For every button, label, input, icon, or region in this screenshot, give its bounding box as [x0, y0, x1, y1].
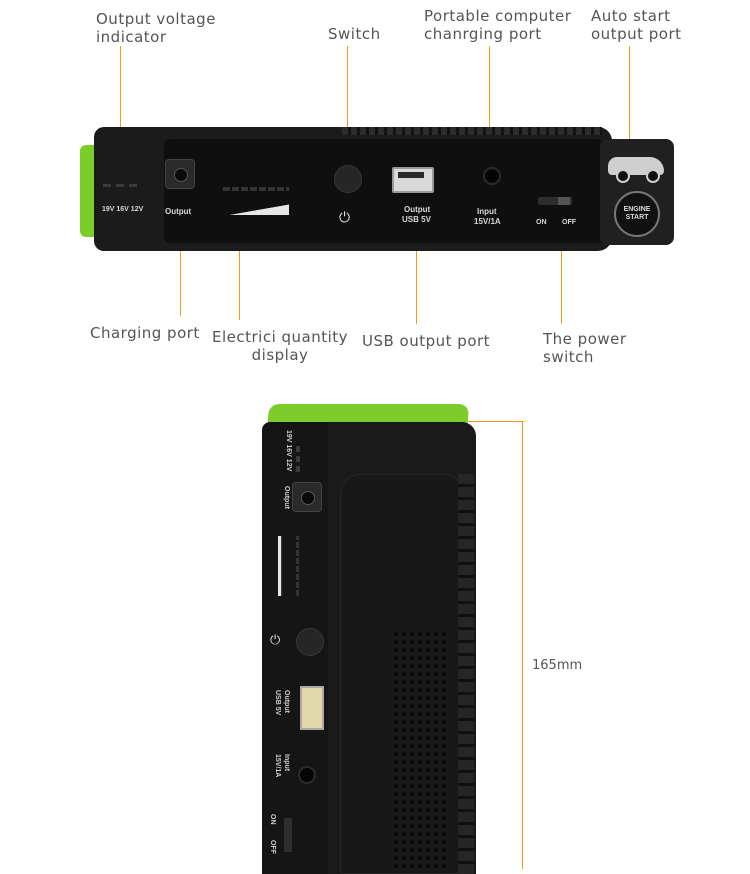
- side-input-spec-label: 15V/1A: [274, 754, 281, 778]
- leader-line-portable: [489, 46, 490, 166]
- engine-start-button[interactable]: ENGINE START: [614, 191, 660, 237]
- label-auto-start-output-port: Auto start output port: [591, 7, 682, 43]
- usb-output-port[interactable]: [392, 167, 434, 193]
- dimension-line: [522, 421, 523, 869]
- device-side-panel: 19V 16V 12V Output ⏻ Output USB 5V Input…: [262, 422, 334, 874]
- power-slide-switch[interactable]: [538, 197, 572, 205]
- device-side-view: 19V 16V 12V Output ⏻ Output USB 5V Input…: [262, 404, 478, 874]
- voltage-led: [296, 456, 300, 462]
- side-output-label: Output: [283, 486, 290, 509]
- side-power-symbol-icon: ⏻: [270, 632, 281, 647]
- voltage-led: [296, 466, 300, 472]
- leader-line-power-switch: [561, 234, 562, 324]
- side-usb-port[interactable]: [300, 686, 324, 730]
- side-dc-output-port[interactable]: [292, 482, 322, 512]
- leader-line-switch: [347, 46, 348, 164]
- input-spec-label: 15V/1A: [474, 217, 501, 226]
- dimension-label: 165mm: [532, 658, 583, 673]
- input-label: Input: [477, 207, 497, 216]
- usb-5v-label: USB 5V: [402, 215, 431, 224]
- side-power-slide-switch[interactable]: [284, 818, 292, 852]
- leader-line-usb: [416, 196, 417, 324]
- usb-output-label: Output: [404, 205, 431, 214]
- leader-line-voltage: [120, 46, 121, 170]
- battery-level-display: [223, 187, 289, 191]
- label-electric-quantity-display: Electrici quantity display: [212, 328, 349, 364]
- side-battery-level: [296, 536, 299, 596]
- leader-line-auto-start: [629, 46, 630, 162]
- voltage-led-12v: [129, 184, 137, 187]
- side-on-label: ON: [269, 814, 276, 825]
- leader-line-quantity: [239, 196, 240, 320]
- side-off-label: OFF: [269, 840, 276, 854]
- side-usb-5v-label: USB 5V: [274, 690, 281, 716]
- side-input-jack[interactable]: [298, 766, 316, 784]
- voltage-led: [296, 446, 300, 452]
- voltage-labels: 19V 16V 12V: [102, 206, 144, 213]
- label-switch: Switch: [328, 25, 381, 43]
- label-output-voltage-indicator: Output voltage indicator: [96, 10, 216, 46]
- dimension-top-tick: [468, 421, 524, 422]
- auto-start-panel: ENGINE START: [600, 139, 674, 245]
- label-usb-output-port: USB output port: [362, 332, 491, 350]
- side-battery-wedge: [278, 536, 286, 596]
- dc-output-label: Output: [165, 207, 192, 216]
- speaker-grille: [392, 630, 448, 870]
- label-charging-port: Charging port: [90, 324, 200, 342]
- battery-level-wedge: [223, 203, 289, 215]
- device-control-panel: Output ⏻ Output USB 5V Input 15V/1A ON O…: [164, 139, 604, 243]
- power-button[interactable]: [334, 165, 362, 193]
- leader-line-charging: [180, 196, 181, 316]
- power-symbol-icon: ⏻: [339, 209, 351, 225]
- side-power-button[interactable]: [296, 628, 324, 656]
- switch-on-label: ON: [536, 219, 547, 226]
- device-front-view: 19V 16V 12V Output ⏻ Output USB 5V Input…: [80, 127, 674, 251]
- voltage-led-16v: [116, 184, 124, 187]
- device-side-ribs: [458, 474, 474, 874]
- side-voltage-labels: 19V 16V 12V: [285, 430, 292, 472]
- voltage-led-19v: [103, 184, 111, 187]
- side-usb-output-label: Output: [283, 690, 290, 713]
- car-wheel-icon: [646, 169, 660, 183]
- car-wheel-icon: [616, 169, 630, 183]
- side-input-label: Input: [283, 754, 290, 772]
- label-power-switch: The power switch: [543, 330, 627, 366]
- input-charging-jack[interactable]: [483, 167, 501, 185]
- label-portable-computer-port: Portable computer chanrging port: [424, 7, 572, 43]
- device-grip-ribs: [342, 127, 602, 135]
- dc-output-port[interactable]: [165, 159, 195, 189]
- switch-off-label: OFF: [562, 219, 576, 226]
